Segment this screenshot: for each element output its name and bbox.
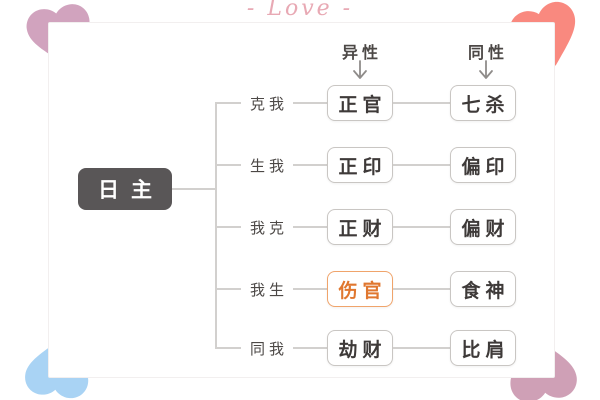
god-box-opposite: 劫财 bbox=[327, 330, 393, 366]
connector-line bbox=[172, 188, 216, 190]
connector-line bbox=[393, 102, 450, 104]
relation-label: 我生 bbox=[249, 281, 288, 299]
relation-label: 我克 bbox=[249, 219, 288, 237]
connector-line bbox=[393, 288, 450, 290]
god-box-same: 七杀 bbox=[450, 85, 516, 121]
god-box-opposite-highlighted: 伤官 bbox=[327, 271, 393, 307]
connector-trunk-line bbox=[215, 102, 217, 349]
god-box-same: 偏财 bbox=[450, 209, 516, 245]
relation-row: 我生 伤官 食神 bbox=[215, 270, 521, 308]
connector-line bbox=[215, 347, 241, 349]
god-box-same: 偏印 bbox=[450, 147, 516, 183]
connector-line bbox=[393, 164, 450, 166]
god-box-same: 食神 bbox=[450, 271, 516, 307]
connector-line bbox=[215, 226, 241, 228]
relation-row: 克我 正官 七杀 bbox=[215, 84, 521, 122]
connector-line bbox=[293, 288, 327, 290]
god-box-same: 比肩 bbox=[450, 330, 516, 366]
relation-label: 生我 bbox=[249, 157, 288, 175]
column-header-same-sex: 同性 bbox=[467, 45, 508, 62]
relation-row: 同我 劫财 比肩 bbox=[215, 329, 521, 367]
column-header-opposite-sex: 异性 bbox=[341, 45, 382, 62]
connector-line bbox=[293, 164, 327, 166]
relation-row: 生我 正印 偏印 bbox=[215, 146, 521, 184]
relation-row: 我克 正财 偏财 bbox=[215, 208, 521, 246]
arrow-down-icon bbox=[477, 59, 495, 83]
page-title: - Love - bbox=[246, 0, 354, 21]
god-box-opposite: 正官 bbox=[327, 85, 393, 121]
connector-line bbox=[215, 164, 241, 166]
connector-line bbox=[293, 226, 327, 228]
connector-line bbox=[215, 102, 241, 104]
relation-label: 同我 bbox=[249, 340, 288, 358]
connector-line bbox=[393, 347, 450, 349]
connector-line bbox=[215, 288, 241, 290]
arrow-down-icon bbox=[351, 59, 369, 83]
god-box-opposite: 正财 bbox=[327, 209, 393, 245]
relation-label: 克我 bbox=[249, 95, 288, 113]
connector-line bbox=[293, 102, 327, 104]
day-master-node: 日主 bbox=[78, 168, 172, 210]
connector-line bbox=[393, 226, 450, 228]
connector-line bbox=[293, 347, 327, 349]
god-box-opposite: 正印 bbox=[327, 147, 393, 183]
